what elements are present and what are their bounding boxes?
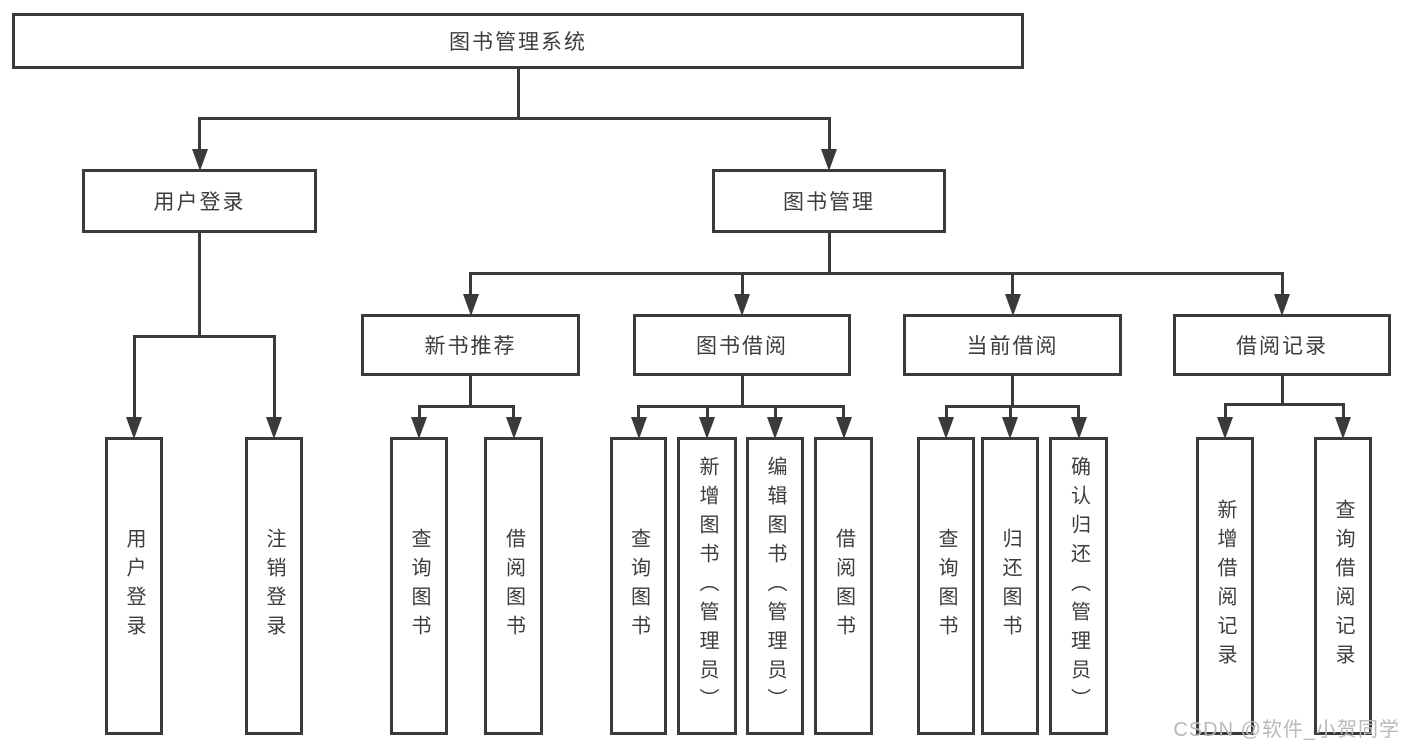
connector-segment [827, 233, 831, 275]
arrow-head [835, 417, 852, 439]
node-label-v-user-login: 用户登录 [123, 528, 145, 644]
node-v-borrow-books-2: 借阅图书 [814, 437, 873, 735]
node-label-borrow-records: 借阅记录 [1236, 335, 1328, 358]
arrow-head [767, 417, 783, 439]
node-label-root: 图书管理系统 [449, 31, 587, 54]
connector-segment [1077, 405, 1080, 419]
node-label-v-add-books: 新增图书（管理员） [696, 455, 718, 717]
arrow-head [630, 417, 647, 439]
arrow-head [1070, 417, 1087, 439]
arrow-head [505, 417, 522, 439]
node-label-new-books: 新书推荐 [424, 335, 517, 358]
connector-segment [1341, 403, 1345, 419]
node-label-v-return-books: 归还图书 [999, 528, 1021, 644]
node-label-v-query-books-2: 查询图书 [627, 528, 650, 644]
node-label-v-borrow-books-2: 借阅图书 [832, 528, 855, 644]
connector-segment [198, 117, 831, 120]
arrow-head [1002, 417, 1018, 439]
node-v-return-books: 归还图书 [981, 437, 1039, 735]
arrow-head [1274, 294, 1290, 316]
node-v-user-login: 用户登录 [105, 437, 163, 735]
connector-segment [1280, 376, 1284, 406]
connector-segment [1011, 376, 1014, 408]
arrow-head [1004, 294, 1021, 316]
connector-segment [637, 405, 845, 408]
node-book-mgmt: 图书管理 [712, 169, 946, 233]
arrow-head [266, 417, 282, 439]
connector-segment [944, 405, 1080, 408]
node-label-v-query-books-1: 查询图书 [408, 528, 430, 644]
arrow-head [821, 149, 837, 171]
connector-segment [132, 335, 136, 419]
connector-segment [272, 335, 276, 419]
connector-segment [198, 233, 201, 338]
connector-segment [132, 335, 276, 338]
connector-segment [740, 272, 744, 296]
node-label-v-query-record: 查询借阅记录 [1332, 499, 1354, 673]
node-label-v-borrow-books-1: 借阅图书 [502, 528, 525, 644]
node-label-v-query-books-3: 查询图书 [935, 528, 957, 644]
arrow-head [1217, 417, 1233, 439]
node-label-v-confirm-return: 确认归还（管理员） [1067, 455, 1090, 717]
connector-segment [637, 405, 640, 419]
connector-segment [773, 405, 777, 419]
connector-segment [1280, 272, 1284, 296]
node-v-borrow-books-1: 借阅图书 [484, 437, 543, 735]
connector-segment [1008, 405, 1012, 419]
node-user-login: 用户登录 [82, 169, 317, 233]
node-label-v-add-record: 新增借阅记录 [1214, 499, 1236, 673]
connector-segment [827, 117, 831, 151]
connector-segment [469, 272, 1284, 275]
arrow-head [938, 417, 954, 439]
node-new-books: 新书推荐 [361, 314, 580, 376]
connector-segment [740, 376, 744, 408]
node-label-user-login: 用户登录 [153, 191, 246, 214]
node-v-query-books-1: 查询图书 [390, 437, 448, 735]
arrow-head [411, 417, 427, 439]
connector-segment [417, 405, 421, 419]
connector-segment [469, 272, 472, 296]
arrow-head [734, 294, 750, 316]
node-v-add-record: 新增借阅记录 [1196, 437, 1254, 735]
node-label-book-borrow: 图书借阅 [696, 335, 788, 358]
node-v-query-books-3: 查询图书 [917, 437, 975, 735]
connector-segment [417, 405, 515, 408]
node-label-book-mgmt: 图书管理 [783, 191, 875, 214]
node-current-borrow: 当前借阅 [903, 314, 1122, 376]
connector-segment [1223, 403, 1227, 419]
node-v-edit-books: 编辑图书（管理员） [746, 437, 804, 735]
arrow-head [462, 294, 479, 316]
arrow-head [191, 149, 208, 171]
arrow-head [1335, 417, 1351, 439]
node-label-v-edit-books: 编辑图书（管理员） [764, 455, 786, 717]
connector-segment [512, 405, 515, 419]
node-label-v-logout: 注销登录 [263, 528, 285, 644]
connector-segment [705, 405, 709, 419]
node-borrow-records: 借阅记录 [1173, 314, 1391, 376]
node-root: 图书管理系统 [12, 13, 1024, 69]
connector-segment [198, 117, 201, 151]
node-v-add-books: 新增图书（管理员） [677, 437, 737, 735]
node-v-logout: 注销登录 [245, 437, 303, 735]
node-v-confirm-return: 确认归还（管理员） [1049, 437, 1108, 735]
watermark: CSDN @软件_小贺同学 [1173, 719, 1400, 741]
arrow-head [699, 417, 715, 439]
node-v-query-record: 查询借阅记录 [1314, 437, 1372, 735]
connector-segment [842, 405, 845, 419]
connector-segment [469, 376, 472, 408]
connector-segment [1011, 272, 1014, 296]
node-label-current-borrow: 当前借阅 [966, 335, 1059, 358]
node-book-borrow: 图书借阅 [633, 314, 851, 376]
connector-segment [1223, 403, 1345, 406]
node-v-query-books-2: 查询图书 [610, 437, 667, 735]
connector-segment [516, 69, 520, 120]
arrow-head [126, 417, 142, 439]
connector-segment [944, 405, 948, 419]
